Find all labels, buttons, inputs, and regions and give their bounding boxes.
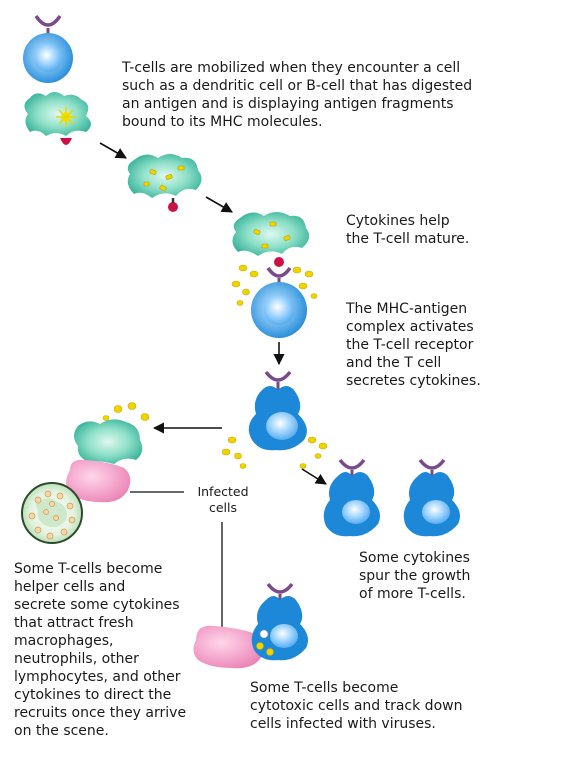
mhc-molecule-icon: [60, 138, 72, 145]
infected-cell-body: [193, 625, 264, 669]
t-cell-receptor-icon: [266, 582, 294, 594]
new-t-cell-1: [323, 458, 380, 537]
cytokine-cluster-3: [102, 402, 150, 421]
t-cell-nucleus: [264, 295, 294, 325]
caption-intro: T-cells are mobilized when they encounte…: [122, 60, 473, 130]
macrophage-cell: [74, 419, 143, 464]
cytokine-cluster-2: [221, 436, 328, 469]
flow-arrow-1: [99, 142, 127, 159]
infected-cell-bottom: [193, 625, 264, 669]
activated-t-cell: [248, 370, 307, 451]
caption-helper: Some T-cells become helper cells and sec…: [14, 561, 187, 739]
infected-cell-left: [66, 459, 131, 503]
t-cell-nucleus: [34, 44, 62, 72]
new-t-cell-2: [403, 458, 460, 537]
t-cell-nucleus: [342, 500, 370, 524]
dendritic-cell-fragments: [127, 154, 202, 212]
macrophage-body: [74, 419, 143, 464]
caption-cytokines-help: Cytokines help the T-cell mature.: [346, 213, 470, 247]
flow-arrow-2: [205, 196, 233, 213]
neutrophil-cell: [21, 482, 83, 544]
t-cell-receptor-icon: [34, 14, 62, 27]
caption-mhc-activation: The MHC-antigen complex activates the T-…: [346, 301, 481, 389]
bound-t-cell: [251, 266, 307, 338]
t-cell-nucleus: [422, 500, 450, 524]
cytokine-cluster-1: [231, 264, 318, 306]
caption-cytotoxic: Some T-cells become cytotoxic cells and …: [250, 680, 463, 732]
dendritic-cell-with-antigen: [24, 92, 92, 145]
caption-infected-cells: Infected cells: [197, 484, 249, 515]
dendritic-cell-body: [24, 92, 92, 136]
t-cell-receptor-icon: [418, 458, 446, 470]
flow-arrow-growth: [301, 468, 327, 485]
dendritic-cell-body: [232, 212, 310, 256]
cytotoxic-t-cell: [251, 582, 308, 661]
t-cell-receptor-icon: [338, 458, 366, 470]
t-cell-nucleus: [266, 412, 298, 440]
mhc-molecule-icon: [274, 257, 284, 267]
dendritic-cell-body: [127, 154, 202, 198]
t-cell-nucleus: [270, 624, 298, 648]
granule-cluster: [256, 629, 274, 656]
mhc-molecule-icon: [168, 202, 178, 212]
t-cell-receptor-icon: [264, 370, 292, 382]
t-cell-receptor-icon: [266, 266, 292, 278]
infected-cell-body: [66, 459, 131, 503]
antigen-icon: [56, 107, 76, 127]
dendritic-cell-bound: [232, 212, 310, 267]
resting-t-cell: [23, 14, 73, 83]
caption-growth: Some cytokines spur the growth of more T…: [359, 550, 471, 602]
